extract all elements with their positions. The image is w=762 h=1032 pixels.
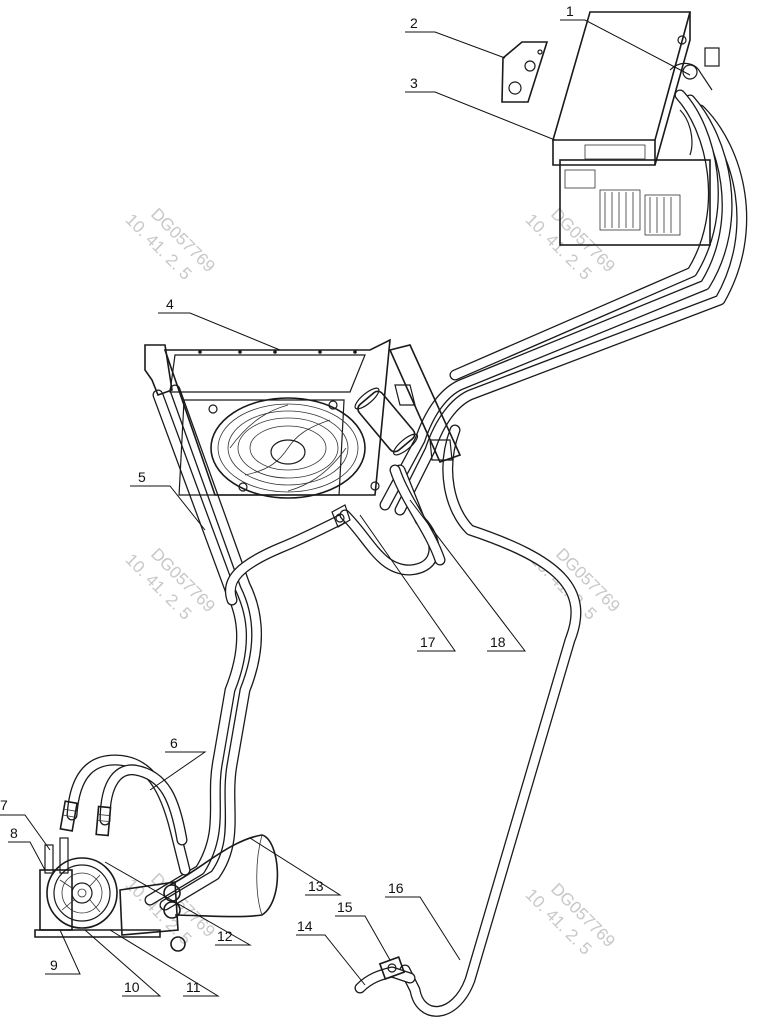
callout-9: 9 bbox=[50, 957, 58, 973]
control-panel bbox=[501, 41, 549, 103]
compressor-base-plate bbox=[34, 929, 161, 938]
callout-4: 4 bbox=[166, 296, 174, 312]
callout-7: 7 bbox=[0, 797, 8, 813]
knob-icon bbox=[524, 60, 536, 72]
compressor-bracket bbox=[119, 881, 179, 936]
callout-5: 5 bbox=[138, 469, 146, 485]
evaporator-vent bbox=[644, 194, 681, 236]
condenser-bracket-right bbox=[388, 344, 462, 463]
watermark-group: DG057769 10. 41. 2. 5 DG057769 10. 41. 2… bbox=[122, 204, 624, 958]
condenser-bracket-left bbox=[144, 344, 173, 397]
callout-16: 16 bbox=[388, 880, 404, 896]
watermark: DG057769 10. 41. 2. 5 bbox=[522, 879, 619, 958]
callout-13: 13 bbox=[308, 878, 324, 894]
callout-14: 14 bbox=[297, 918, 313, 934]
evaporator-top-face bbox=[551, 11, 692, 141]
condenser-unit bbox=[144, 338, 462, 528]
knob-icon bbox=[508, 81, 522, 95]
evaporator-housing bbox=[559, 159, 711, 246]
coupling-15 bbox=[378, 956, 406, 980]
expansion-valve-icon bbox=[682, 64, 698, 80]
fan-hub-icon bbox=[270, 439, 306, 465]
watermark: DG057769 10. 41. 2. 5 bbox=[522, 204, 619, 283]
evaporator-side-edge bbox=[654, 12, 691, 166]
hose-end-fitting bbox=[354, 956, 416, 994]
callout-12: 12 bbox=[217, 928, 233, 944]
clutch-hub-icon bbox=[71, 882, 93, 904]
watermark: DG057769 10. 41. 2. 5 bbox=[122, 544, 219, 623]
tank-13 bbox=[169, 834, 279, 918]
callout-11: 11 bbox=[186, 979, 201, 995]
mount-hole bbox=[677, 35, 687, 45]
callout-8: 8 bbox=[10, 825, 18, 841]
condenser-fitting bbox=[331, 504, 351, 528]
callout-10: 10 bbox=[124, 979, 140, 995]
compressor-assembly bbox=[34, 800, 186, 952]
fan-icon bbox=[210, 397, 366, 499]
tank-body bbox=[169, 834, 279, 918]
callout-3: 3 bbox=[410, 75, 418, 91]
callout-15: 15 bbox=[337, 899, 353, 915]
compressor-port bbox=[59, 837, 69, 874]
evaporator-fitting bbox=[669, 62, 713, 91]
evaporator-unit bbox=[551, 11, 720, 246]
callout-6: 6 bbox=[170, 735, 178, 751]
receiver-drier bbox=[354, 387, 419, 456]
compressor-port bbox=[44, 844, 54, 874]
compressor-clutch bbox=[46, 857, 118, 929]
control-panel-plate bbox=[501, 41, 549, 103]
callout-2: 2 bbox=[410, 15, 418, 31]
indicator-icon bbox=[537, 49, 543, 55]
hose-fitting bbox=[59, 800, 78, 832]
leader-lines bbox=[0, 19, 691, 997]
callout-1: 1 bbox=[566, 3, 574, 19]
watermark: DG057769 10. 41. 2. 5 bbox=[122, 204, 219, 283]
condenser-top bbox=[169, 354, 366, 393]
callout-18: 18 bbox=[490, 634, 506, 650]
condenser-frame bbox=[163, 338, 391, 496]
evaporator-front-face bbox=[552, 140, 656, 166]
evaporator-connector bbox=[704, 47, 720, 67]
callout-labels: 1 2 3 4 5 6 7 8 9 10 11 12 13 14 15 16 1… bbox=[0, 3, 574, 995]
callout-17: 17 bbox=[420, 634, 436, 650]
evaporator-vent bbox=[599, 189, 641, 231]
